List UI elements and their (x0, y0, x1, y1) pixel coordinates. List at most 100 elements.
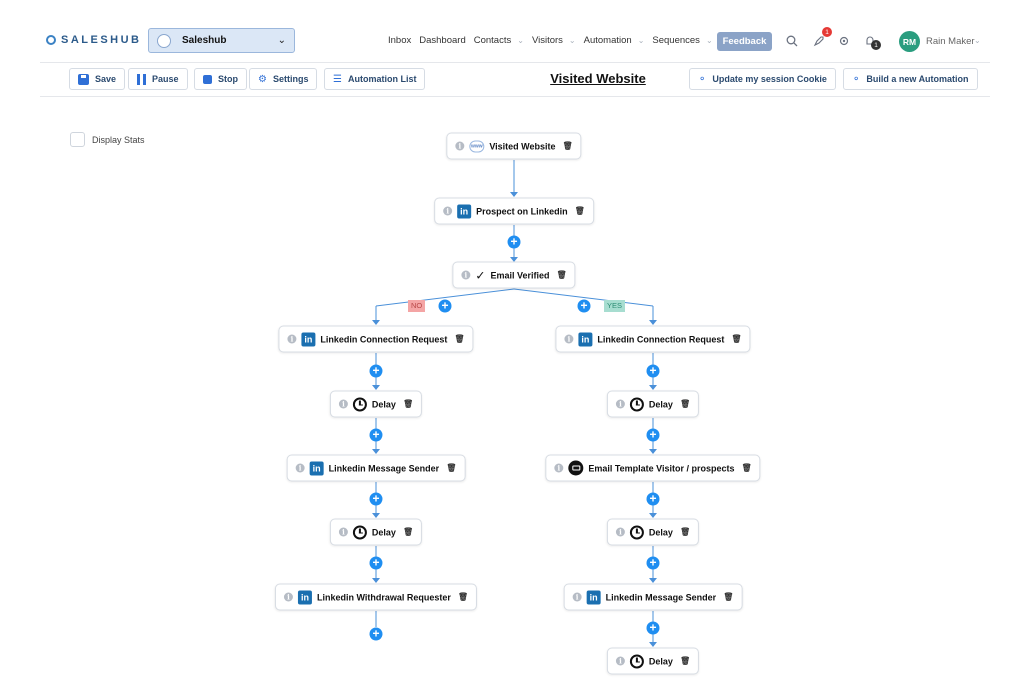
user-avatar[interactable]: RM (899, 31, 920, 52)
nav-link-label: Contacts (473, 35, 512, 46)
info-icon[interactable]: i (338, 527, 348, 537)
list-icon: ☰ (333, 73, 342, 85)
flow-node-label: Linkedin Withdrawal Requester (316, 592, 451, 602)
nav-link-label: Visitors (531, 35, 563, 46)
display-stats-checkbox[interactable] (70, 132, 85, 147)
add-step-button[interactable]: + (369, 627, 383, 641)
trash-icon[interactable]: 🗑 (562, 141, 573, 151)
settings-button[interactable]: ⚙ Settings (249, 68, 318, 90)
info-icon[interactable]: i (615, 399, 625, 409)
arrowhead-icon (372, 320, 380, 325)
add-step-button[interactable]: + (646, 364, 660, 378)
update-session-cookie-button[interactable]: ⚬ Update my session Cookie (689, 68, 836, 90)
add-step-button[interactable]: + (369, 492, 383, 506)
flow-node-label: Delay (371, 399, 396, 409)
add-step-button[interactable]: + (646, 492, 660, 506)
display-stats-toggle[interactable]: Display Stats (70, 132, 145, 147)
branch-line-yes (513, 288, 654, 307)
trash-icon[interactable]: 🗑 (679, 527, 691, 537)
trash-icon[interactable]: 🗑 (741, 463, 752, 473)
trash-icon[interactable]: 🗑 (457, 592, 469, 602)
add-step-button[interactable]: + (646, 621, 660, 635)
trash-icon[interactable]: 🗑 (731, 334, 742, 344)
add-step-button[interactable]: + (577, 299, 591, 313)
pause-button[interactable]: Pause (128, 68, 188, 90)
trash-icon[interactable]: 🗑 (679, 656, 691, 666)
chevron-down-icon[interactable]: ⌄ (974, 36, 981, 45)
info-icon[interactable]: i (572, 592, 582, 602)
feedback-button[interactable]: Feedback (717, 32, 772, 51)
trash-icon[interactable]: 🗑 (402, 399, 414, 409)
search-icon[interactable] (785, 34, 799, 48)
flow-node-no2[interactable]: i Delay 🗑 (329, 390, 423, 418)
arrowhead-icon (510, 257, 518, 262)
flow-node-verify[interactable]: i✓Email Verified🗑 (452, 261, 576, 289)
info-icon[interactable]: i (287, 334, 297, 344)
nav-link-contacts[interactable]: Contacts ⌄ (474, 35, 524, 46)
save-button[interactable]: Save (69, 68, 126, 90)
chevron-down-icon: ⌄ (568, 36, 576, 45)
automation-title[interactable]: Visited Website (550, 71, 646, 86)
chevron-down-icon: ⌄ (517, 36, 524, 45)
arrowhead-icon (649, 513, 657, 518)
add-step-button[interactable]: + (369, 556, 383, 570)
nav-link-automation[interactable]: Automation⌄ (584, 35, 645, 46)
info-icon[interactable]: i (615, 656, 625, 666)
nav-link-inbox[interactable]: Inbox (388, 35, 411, 46)
automation-list-button[interactable]: ☰ Automation List (324, 68, 426, 90)
info-icon[interactable]: i (443, 206, 453, 216)
add-step-button[interactable]: + (646, 556, 660, 570)
trash-icon[interactable]: 🗑 (402, 527, 414, 537)
info-icon[interactable]: i (554, 463, 564, 473)
add-step-button[interactable]: + (369, 364, 383, 378)
workspace-selector[interactable]: Saleshub ⌄ (148, 28, 295, 53)
info-icon[interactable]: i (295, 463, 305, 473)
nav-link-dashboard[interactable]: Dashboard (419, 35, 465, 46)
linkedin-icon: in (309, 461, 324, 475)
info-icon[interactable]: i (455, 141, 465, 151)
linkedin-icon: in (301, 332, 316, 346)
trash-icon[interactable]: 🗑 (446, 463, 457, 473)
trash-icon[interactable]: 🗑 (679, 399, 691, 409)
flow-node-label: Visited Website (489, 141, 556, 151)
info-icon[interactable]: i (283, 592, 293, 602)
add-step-button[interactable]: + (507, 235, 521, 249)
info-icon[interactable]: i (338, 399, 348, 409)
info-icon[interactable]: i (461, 270, 471, 280)
add-step-button[interactable]: + (646, 428, 660, 442)
nav-link-sequences[interactable]: Sequences⌄ (652, 35, 712, 46)
add-step-button[interactable]: + (369, 428, 383, 442)
trash-icon[interactable]: 🗑 (574, 206, 585, 216)
gear-icon[interactable] (837, 34, 851, 48)
user-name[interactable]: Rain Maker (926, 36, 975, 47)
stop-icon (203, 74, 212, 84)
build-new-automation-button[interactable]: ⚬ Build a new Automation (843, 68, 978, 90)
trash-icon[interactable]: 🗑 (454, 334, 465, 344)
trash-icon[interactable]: 🗑 (723, 592, 734, 602)
nav-link-visitors[interactable]: Visitors ⌄ (532, 35, 576, 46)
info-icon[interactable]: i (564, 334, 574, 344)
linkedin-icon: in (457, 204, 472, 218)
clock-icon (352, 525, 367, 539)
rocket-icon[interactable] (812, 34, 826, 48)
brand-logo[interactable]: SALESHUB (46, 34, 142, 46)
add-step-button[interactable]: + (438, 299, 452, 313)
mail-icon (568, 460, 584, 476)
stop-button[interactable]: Stop (194, 68, 247, 90)
info-icon[interactable]: i (615, 527, 625, 537)
trash-icon[interactable]: 🗑 (556, 270, 567, 280)
clock-icon (629, 525, 644, 539)
